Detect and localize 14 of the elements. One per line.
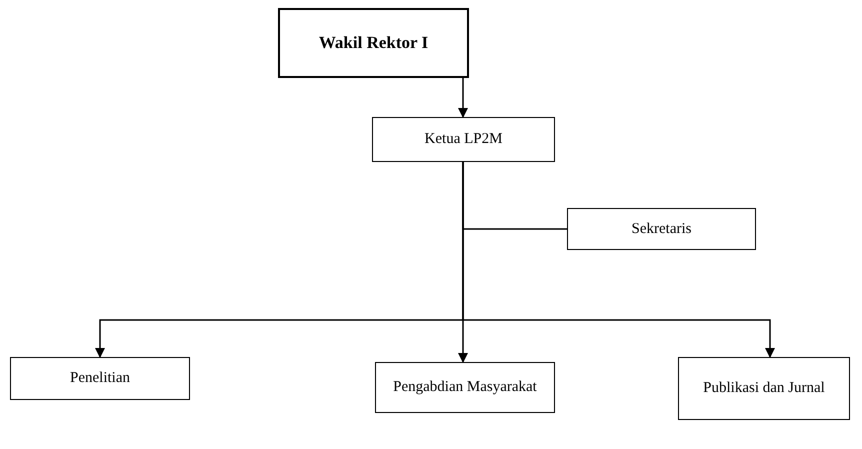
org-box (375, 362, 555, 413)
box-label: Penelitian (70, 369, 130, 388)
box-label: Ketua LP2M (424, 130, 502, 150)
box-label: Publikasi dan Jurnal (703, 379, 825, 398)
org-box (372, 117, 555, 162)
box-label: Sekretaris (632, 220, 692, 239)
org-box (678, 357, 850, 420)
arrow (462, 162, 775, 358)
box-label: Wakil Rektor I (318, 32, 428, 54)
arrow (458, 78, 468, 118)
org-box (10, 357, 190, 400)
org-box (567, 208, 756, 250)
box-label: Pengabdian Masyarakat (393, 378, 537, 398)
org-box (278, 8, 469, 78)
